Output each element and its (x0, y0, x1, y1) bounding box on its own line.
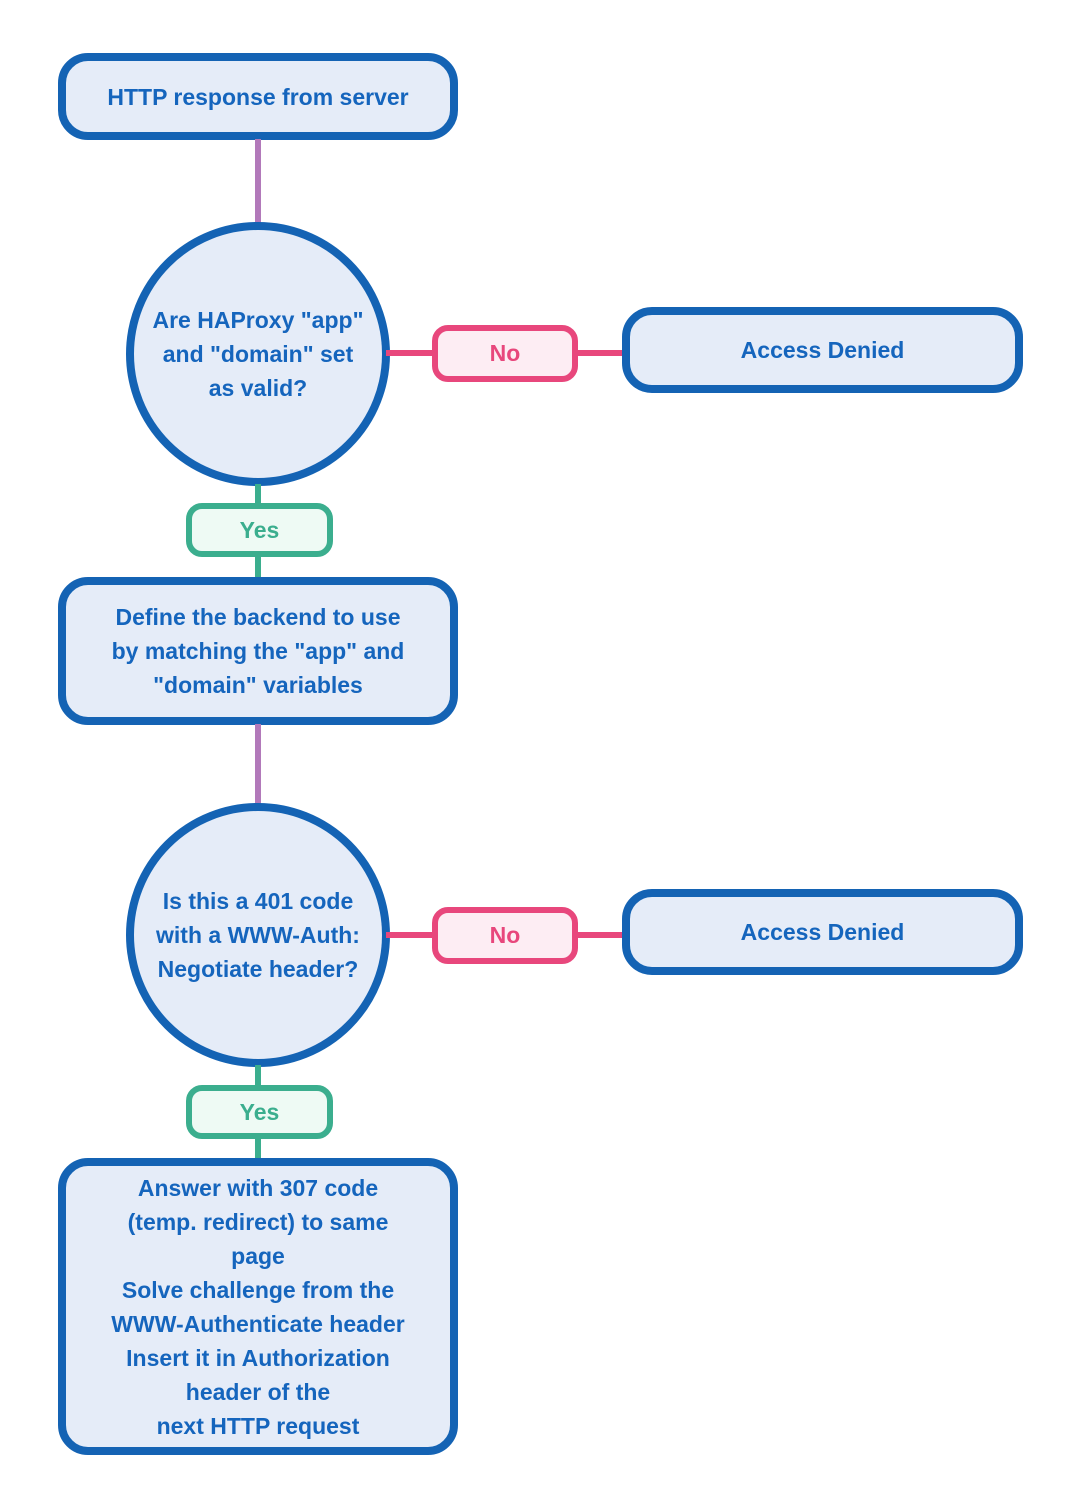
edge-label-no-1: No (432, 325, 578, 382)
node-decision-401-negotiate-label: Is this a 401 code with a WWW-Auth: Nego… (156, 888, 360, 982)
connector-no1-to-denied1 (578, 350, 622, 356)
connector-yes2-to-process2 (255, 1137, 261, 1160)
edge-label-yes-2-text: Yes (239, 1098, 280, 1125)
connector-decision2-to-no2 (386, 932, 432, 938)
node-decision-401-negotiate: Is this a 401 code with a WWW-Auth: Nego… (126, 803, 390, 1067)
connector-no2-to-denied2 (578, 932, 622, 938)
edge-label-yes-1: Yes (186, 503, 333, 557)
edge-label-no-2-text: No (489, 922, 521, 948)
connector-process1-to-decision2 (255, 724, 261, 805)
edge-label-yes-2: Yes (186, 1085, 333, 1139)
node-http-response: HTTP response from server (58, 53, 458, 140)
node-access-denied-2: Access Denied (622, 889, 1023, 975)
node-access-denied-1-label: Access Denied (740, 337, 905, 363)
node-access-denied-2-label: Access Denied (740, 919, 905, 945)
edge-label-no-2: No (432, 907, 578, 964)
node-decision-app-domain: Are HAProxy "app" and "domain" set as va… (126, 222, 390, 486)
node-answer-307-label: Answer with 307 code (temp. redirect) to… (111, 1174, 405, 1439)
node-access-denied-1: Access Denied (622, 307, 1023, 393)
node-define-backend-label: Define the backend to use by matching th… (111, 604, 405, 698)
edge-label-yes-1-text: Yes (239, 516, 280, 543)
node-decision-app-domain-label: Are HAProxy "app" and "domain" set as va… (152, 307, 364, 401)
node-http-response-label: HTTP response from server (107, 83, 409, 110)
edge-label-no-1-text: No (489, 340, 521, 366)
connector-decision2-to-yes2 (255, 1065, 261, 1086)
connector-decision1-to-yes1 (255, 484, 261, 505)
node-define-backend: Define the backend to use by matching th… (58, 577, 458, 725)
connector-start-to-decision1 (255, 139, 261, 224)
connector-decision1-to-no1 (386, 350, 432, 356)
node-answer-307: Answer with 307 code (temp. redirect) to… (58, 1158, 458, 1455)
connector-yes1-to-process1 (255, 555, 261, 579)
